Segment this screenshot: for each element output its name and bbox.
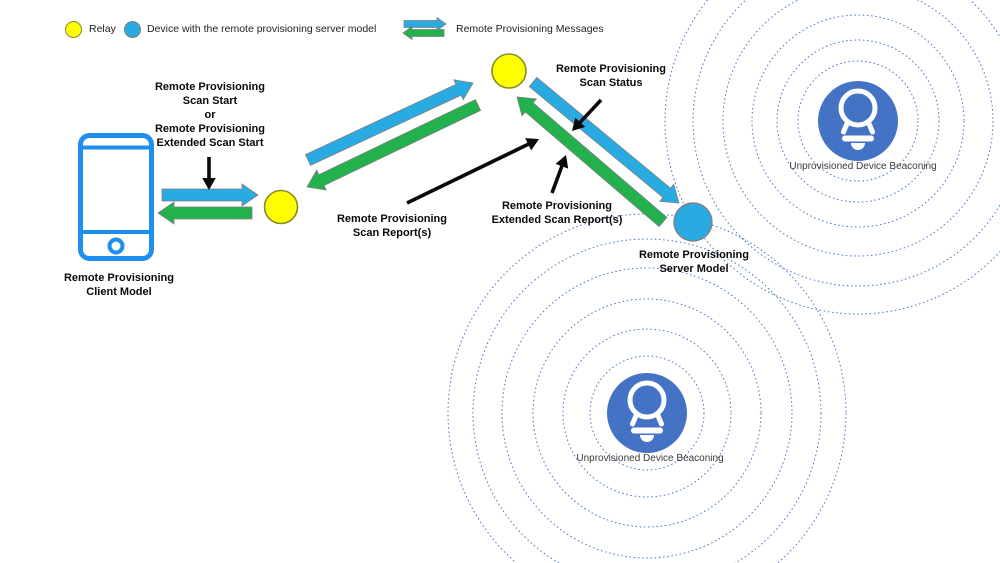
beacon-rings-layer xyxy=(447,0,1000,563)
beacon-rings-bottom xyxy=(562,328,732,498)
phone-icon xyxy=(78,133,154,261)
legend-blue-arrow xyxy=(403,16,447,32)
scan-status-pointer-arrow xyxy=(572,98,603,131)
client-model-label: Remote Provisioning Client Model xyxy=(63,272,175,298)
lightbulb-icon xyxy=(818,81,898,161)
beacon-rings-top xyxy=(751,14,965,228)
scan-start-green-arrow xyxy=(157,201,253,225)
beacon-rings-top xyxy=(776,39,940,203)
scan-report-label: Remote Provisioning Scan Report(s) xyxy=(336,213,448,239)
beaconing-label-top: Unprovisioned Device Beaconing xyxy=(789,161,937,172)
bulb-globe xyxy=(627,380,667,420)
beaconing-label-bottom: Unprovisioned Device Beaconing xyxy=(576,453,724,464)
nodes-layer xyxy=(263,53,713,242)
relay1-to-relay2-blue-arrow xyxy=(304,79,474,166)
relay2-to-relay1-green-arrow xyxy=(306,99,482,191)
bulb-globe xyxy=(838,88,878,128)
phone-home-button xyxy=(107,237,125,255)
beacon-rings-top xyxy=(664,0,1000,315)
scan-status-label: Remote Provisioning Scan Status xyxy=(555,63,667,89)
legend-device-label: Device with the remote provisioning serv… xyxy=(147,23,377,35)
lightbulb-icon xyxy=(607,373,687,453)
extended-report-pointer-arrow xyxy=(550,155,569,194)
server-device-node xyxy=(673,202,713,242)
beacon-rings-bottom xyxy=(532,298,762,528)
extended-scan-report-label: Remote Provisioning Extended Scan Report… xyxy=(491,200,623,226)
beacon-rings-bottom xyxy=(589,355,705,471)
bulb-circle xyxy=(607,373,687,453)
legend-green-arrow xyxy=(402,25,445,41)
relay2-to-server-blue-arrow xyxy=(528,76,680,204)
relay-2-node xyxy=(491,53,527,89)
beacon-rings-top xyxy=(797,60,919,182)
beacon-rings-bottom xyxy=(501,267,793,559)
legend-messages-label: Remote Provisioning Messages xyxy=(456,23,604,35)
bulb-circle xyxy=(818,81,898,161)
message-arrows-layer xyxy=(157,16,680,228)
relay-1-node xyxy=(263,189,299,225)
legend-relay-swatch xyxy=(65,21,82,38)
beacon-rings-top xyxy=(722,0,994,257)
legend-device-swatch xyxy=(124,21,141,38)
beacon-rings-top xyxy=(692,0,1000,287)
legend-relay-label: Relay xyxy=(89,23,116,35)
pointer-arrows-layer xyxy=(202,98,603,205)
scan-start-blue-arrow xyxy=(161,183,259,207)
server-model-label: Remote Provisioning Server Model xyxy=(638,249,750,275)
scan-report-pointer-arrow xyxy=(406,138,539,205)
scan-start-pointer-arrow xyxy=(202,157,216,190)
beacon-rings-bottom xyxy=(472,238,822,563)
scan-start-label: Remote Provisioning Scan Start or Remote… xyxy=(154,81,266,149)
server-to-relay2-green-arrow xyxy=(516,96,668,228)
